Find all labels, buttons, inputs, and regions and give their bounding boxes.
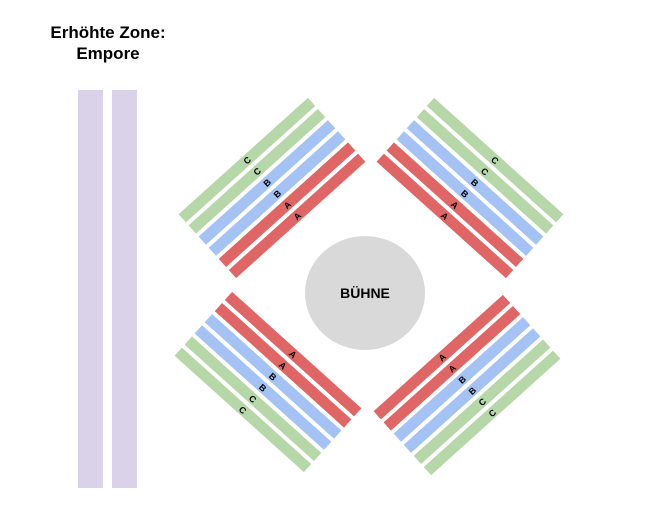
stage[interactable] xyxy=(305,236,425,350)
seat-row-C[interactable] xyxy=(416,108,554,234)
seat-row-label: C xyxy=(489,155,501,167)
seat-row-label: B xyxy=(272,188,284,200)
seat-row-B[interactable] xyxy=(406,120,544,245)
seat-row-label: A xyxy=(277,360,289,372)
seat-row-A[interactable] xyxy=(376,153,514,279)
seat-row-label: B xyxy=(262,177,274,189)
raised-zone-bar[interactable] xyxy=(78,90,103,488)
seat-row-label: C xyxy=(477,396,489,408)
seat-row-label: A xyxy=(447,362,459,374)
seat-row-C[interactable] xyxy=(188,108,326,234)
seat-row-A[interactable] xyxy=(373,294,511,420)
seat-row-label: B xyxy=(267,371,279,383)
seat-row-label: B xyxy=(257,382,269,394)
seat-row-C[interactable] xyxy=(178,97,316,223)
seat-row-label: B xyxy=(457,374,469,386)
seat-row-B[interactable] xyxy=(396,131,534,256)
raised-zone-title: Erhöhte Zone: Empore xyxy=(28,22,188,64)
seat-row-label: A xyxy=(282,199,294,211)
seat-row-label: C xyxy=(479,166,491,178)
seat-row-C[interactable] xyxy=(184,336,322,462)
seat-row-B[interactable] xyxy=(208,131,346,256)
raised-zone-title-line1: Erhöhte Zone: xyxy=(50,23,166,42)
seat-row-label: C xyxy=(241,154,253,166)
seat-row-label: C xyxy=(487,407,499,419)
seat-row-B[interactable] xyxy=(204,314,342,439)
seat-row-B[interactable] xyxy=(403,328,541,453)
seat-row-label: B xyxy=(467,385,479,397)
raised-zone-bar[interactable] xyxy=(112,90,137,488)
seat-row-label: A xyxy=(449,199,461,211)
seat-row-label: A xyxy=(287,349,299,361)
seat-row-B[interactable] xyxy=(198,120,336,245)
seat-row-C[interactable] xyxy=(426,97,564,223)
seat-row-B[interactable] xyxy=(194,325,332,450)
raised-zone-title-line2: Empore xyxy=(76,44,140,63)
seat-row-A[interactable] xyxy=(218,142,356,268)
seat-row-label: C xyxy=(247,393,259,405)
seat-row-A[interactable] xyxy=(383,305,521,431)
seat-row-C[interactable] xyxy=(174,347,312,473)
seat-row-label: C xyxy=(237,404,249,416)
seat-row-A[interactable] xyxy=(214,302,352,428)
seat-row-B[interactable] xyxy=(393,317,531,442)
seat-row-A[interactable] xyxy=(228,153,366,279)
seat-row-label: A xyxy=(436,351,448,363)
seat-row-label: C xyxy=(252,165,264,177)
seat-row-C[interactable] xyxy=(423,350,561,476)
stage-label: BÜHNE xyxy=(340,285,390,301)
seat-row-A[interactable] xyxy=(224,291,362,417)
seat-row-label: A xyxy=(292,210,304,222)
seat-row-label: B xyxy=(459,188,471,200)
seat-row-C[interactable] xyxy=(413,339,551,465)
seat-row-label: A xyxy=(439,210,451,222)
seat-row-A[interactable] xyxy=(386,142,524,268)
seat-row-label: B xyxy=(469,177,481,189)
